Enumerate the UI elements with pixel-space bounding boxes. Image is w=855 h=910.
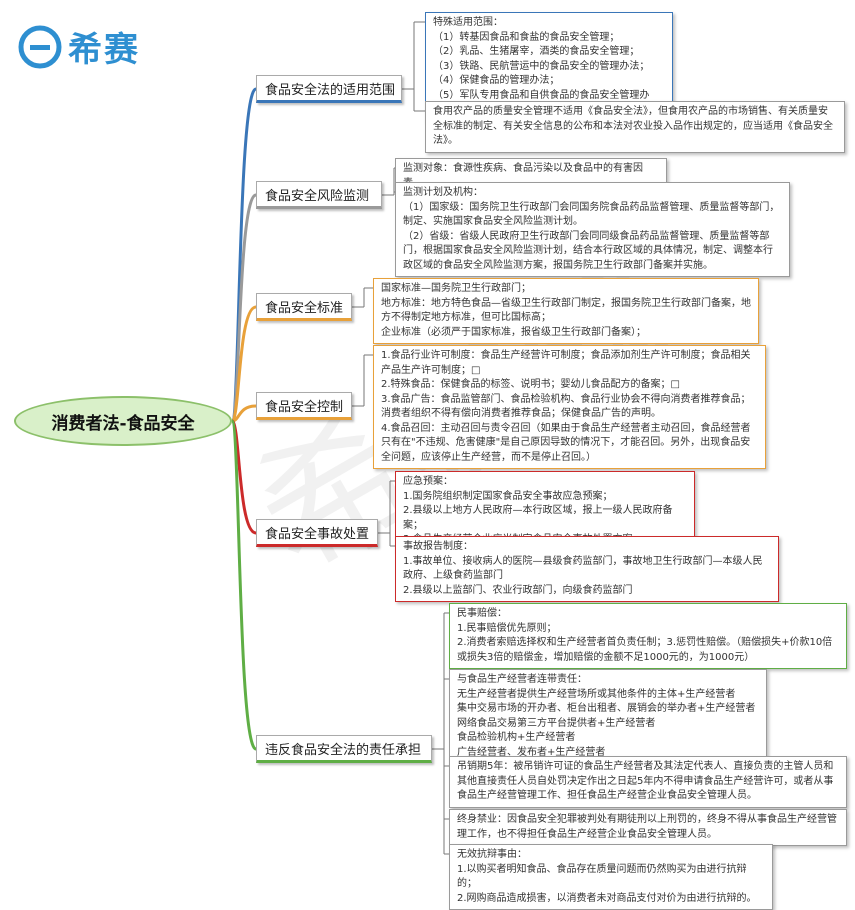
leaf-line: 4.食品召回：主动召回与责令召回（如果由于食品生产经营者主动召回，食品经营者只有… xyxy=(381,422,751,463)
leaf-line: 吊销期5年：被吊销许可证的食品生产经营者及其法定代表人、直接负责的主管人员和其他… xyxy=(457,761,834,801)
leaf-line: 1.食品行业许可制度：食品生产经营许可制度；食品添加剂生产许可制度；食品相关产品… xyxy=(381,350,751,376)
leaf-line: 1.事故单位、接收病人的医院—县级食药监部门，事故地卫生行政部门—本级人民政府、… xyxy=(403,555,763,582)
leaf-note: 吊销期5年：被吊销许可证的食品生产经营者及其法定代表人、直接负责的主管人员和其他… xyxy=(449,756,847,808)
leaf-line: 网络食品交易第三方平台提供者+生产经营者 xyxy=(457,717,656,729)
leaf-note: 食用农产品的质量安全管理不适用《食品安全法》，但食用农产品的市场销售、有关质量安… xyxy=(425,101,845,153)
leaf-line: 与食品生产经营者连带责任： xyxy=(457,674,587,685)
leaf-line: 2.消费者索赔选择权和生产经营者首负责任制；3.惩罚性赔偿。（赔偿损失+价款10… xyxy=(457,637,833,663)
leaf-note: 国家标准—国务院卫生行政部门； 地方标准：地方特色食品—省级卫生行政部门制定，报国… xyxy=(373,278,759,344)
branch-topic: 食品安全事故处置 xyxy=(256,519,378,547)
leaf-line: 食用农产品的质量安全管理不适用《食品安全法》，但食用农产品的市场销售、有关质量安… xyxy=(433,106,833,146)
leaf-line: 2.县级以上地方人民政府—本行政区域，报上一级人民政府备案； xyxy=(403,505,673,531)
leaf-line: 应急预案： xyxy=(403,476,453,487)
leaf-line: 民事赔偿： xyxy=(457,608,507,619)
leaf-line: 特殊适用范围： xyxy=(433,17,503,28)
leaf-line: 监测计划及机构： xyxy=(403,187,483,198)
leaf-line: 广告经营者、发布者+生产经营者 xyxy=(457,746,606,758)
leaf-line: 1.国务院组织制定国家食品安全事故应急预案； xyxy=(403,490,613,502)
branch-topic: 食品安全风险监测 xyxy=(256,181,382,209)
leaf-line: （4）保健食品的管理办法； xyxy=(433,75,560,86)
leaf-line: 集中交易市场的开办者、柜台出租者、展销会的举办者+生产经营者 xyxy=(457,703,756,714)
branch-connector xyxy=(230,305,257,423)
center-topic: 消费者法-食品安全 xyxy=(14,396,232,446)
leaf-line: （1）转基因食品和食盐的食品安全管理； xyxy=(433,31,620,43)
leaf-note: 民事赔偿： 1.民事赔偿优先原则； 2.消费者索赔选择权和生产经营者首负责任制；3.… xyxy=(449,603,847,669)
leaf-note: 事故报告制度： 1.事故单位、接收病人的医院—县级食药监部门，事故地卫生行政部门—… xyxy=(395,536,779,602)
leaf-line: 2.县级以上监部门、农业行政部门，向级食药监部门 xyxy=(403,584,633,596)
leaf-note: 无效抗辩事由： 1.以购买者明知食品、食品存在质量问题而仍然购买为由进行抗辩的； 2… xyxy=(449,844,773,910)
leaf-line: 食品检验机构+生产经营者 xyxy=(457,732,576,743)
leaf-note: 1.食品行业许可制度：食品生产经营许可制度；食品添加剂生产许可制度；食品相关产品… xyxy=(373,345,766,469)
leaf-line: 2.特殊食品：保健食品的标签、说明书；婴幼儿食品配方的备案；□ xyxy=(381,379,680,390)
leaf-line: 2.网购商品造成损害，以消费者未对商品支付对价为由进行抗辩的。 xyxy=(457,892,757,904)
leaf-line: 无生产经营者提供生产经营场所或其他条件的主体+生产经营者 xyxy=(457,688,736,700)
branch-topic: 食品安全法的适用范围 xyxy=(256,75,402,103)
leaf-line: 国家标准—国务院卫生行政部门； xyxy=(381,283,531,294)
branch-connector xyxy=(230,419,258,751)
leaf-line: （2）省级：省级人民政府卫生行政部门会同同级食品药品监督管理、质量监督等部门，根… xyxy=(403,230,773,271)
leaf-line: 事故报告制度： xyxy=(403,541,473,552)
branch-topic: 食品安全标准 xyxy=(256,293,352,321)
leaf-line: 3.食品广告：食品监管部门、食品检验机构、食品行业协会不得向消费者推荐食品；消费… xyxy=(381,393,751,420)
branch-topic: 食品安全控制 xyxy=(256,392,352,420)
leaf-line: （2）乳品、生猪屠宰，酒类的食品安全管理； xyxy=(433,46,640,57)
leaf-note: 监测计划及机构： （1）国家级：国务院卫生行政部门会同国务院食品药品监督管理、质量… xyxy=(395,182,790,277)
leaf-note: 终身禁业：因食品安全犯罪被判处有期徒刑以上刑罚的，终身不得从事食品生产经营管理工… xyxy=(449,809,847,846)
leaf-note: 与食品生产经营者连带责任： 无生产经营者提供生产经营场所或其他条件的主体+生产经营… xyxy=(449,669,767,764)
leaf-line: 企业标准（必须严于国家标准，报省级卫生行政部门备案）； xyxy=(381,326,646,338)
leaf-line: （1）国家级：国务院卫生行政部门会同国务院食品药品监督管理、质量监督等部门，制定… xyxy=(403,201,780,228)
leaf-line: （3）铁路、民航营运中的食品安全的管理办法； xyxy=(433,60,650,72)
branch-topic: 违反食品安全法的责任承担 xyxy=(256,735,432,763)
leaf-line: 地方标准：地方特色食品—省级卫生行政部门制定，报国务院卫生行政部门备案，地方不得… xyxy=(381,297,751,324)
leaf-line: 1.民事赔偿优先原则； xyxy=(457,622,557,634)
leaf-line: 无效抗辩事由： xyxy=(457,849,527,860)
logo-text: 希赛 xyxy=(68,30,140,70)
logo-e-icon xyxy=(18,25,62,68)
leaf-line: 1.以购买者明知食品、食品存在质量问题而仍然购买为由进行抗辩的； xyxy=(457,863,747,890)
logo: 希赛 xyxy=(18,22,140,71)
leaf-line: 终身禁业：因食品安全犯罪被判处有期徒刑以上刑罚的，终身不得从事食品生产经营管理工… xyxy=(457,814,837,840)
